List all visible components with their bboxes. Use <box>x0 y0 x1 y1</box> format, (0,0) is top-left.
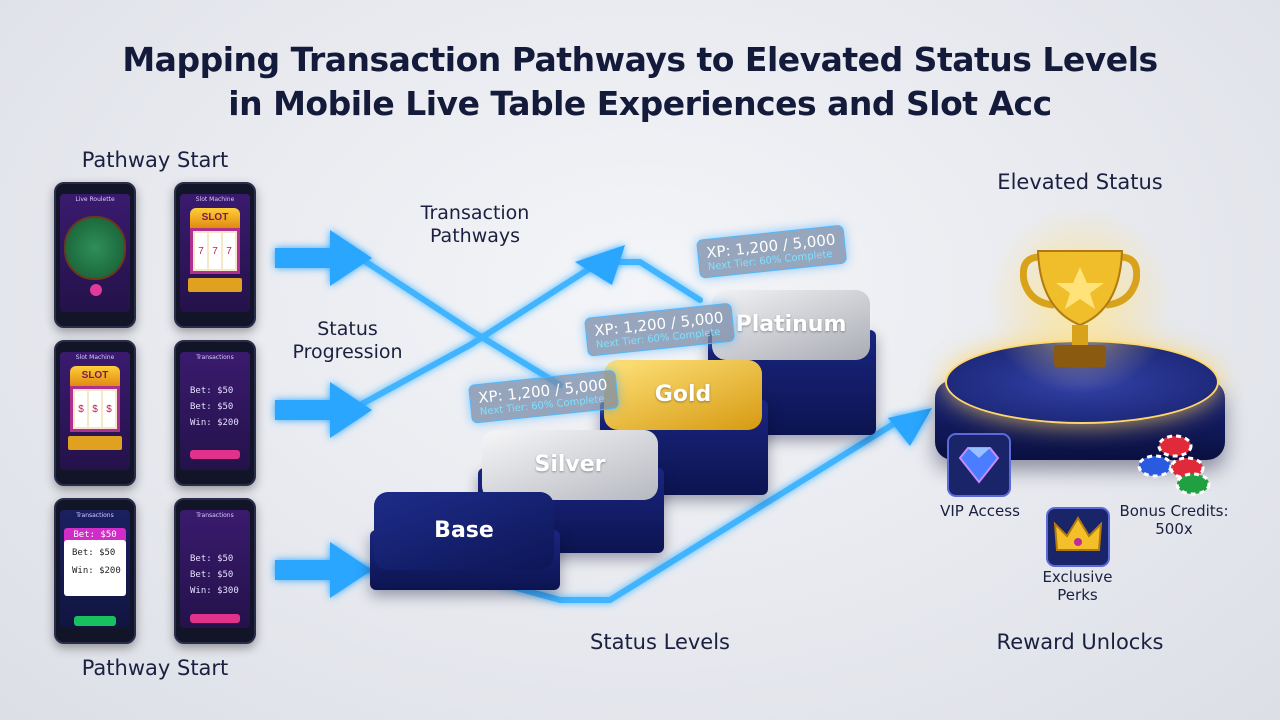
trophy-icon <box>1020 250 1140 367</box>
roulette-table <box>64 216 126 280</box>
tier-platinum: Platinum <box>712 290 870 360</box>
reward-bonus-label: Bonus Credits: 500x <box>1119 502 1229 538</box>
label-elevated-status: Elevated Status <box>997 170 1163 194</box>
label-pathway-start-top: Pathway Start <box>81 148 229 172</box>
slot-base <box>188 278 242 292</box>
slot-base <box>68 436 122 450</box>
arrow-top <box>275 230 372 286</box>
pathway-line-1 <box>357 255 563 388</box>
slot-reels: $$$ <box>70 386 120 432</box>
reward-vip-label: VIP Access <box>940 502 1020 520</box>
phone-transactions-2[interactable]: Transactions Bet: $50 Bet: $50 Win: $200 <box>54 498 136 644</box>
label-pathway-start-bottom: Pathway Start <box>81 656 229 680</box>
transaction-card: Bet: $50 Win: $200 <box>64 540 126 596</box>
tier-silver: Silver <box>482 430 658 500</box>
action-button[interactable] <box>190 614 240 623</box>
vip-diamond-icon <box>947 433 1011 497</box>
crown-icon <box>1046 507 1110 567</box>
label-reward-unlocks: Reward Unlocks <box>996 630 1164 654</box>
tier-base: Base <box>374 492 554 570</box>
label-transaction-pathways: Transaction Pathways <box>420 202 530 247</box>
confirm-button[interactable] <box>74 616 116 626</box>
label-status-levels: Status Levels <box>590 630 730 654</box>
chip-icon <box>90 284 102 296</box>
arrow-reward <box>888 408 932 446</box>
phone-transactions-1[interactable]: Transactions Bet: $50 Bet: $50 Win: $200 <box>174 340 256 486</box>
title-line-2: in Mobile Live Table Experiences and Slo… <box>228 84 1052 123</box>
chips-icon <box>1137 434 1211 496</box>
phone-transactions-3[interactable]: Transactions Bet: $50 Bet: $50 Win: $300 <box>174 498 256 644</box>
tier-gold: Gold <box>604 360 762 430</box>
phone-live-table[interactable]: Live Roulette <box>54 182 136 328</box>
label-status-progression: Status Progression <box>292 318 403 363</box>
arrow-bottom <box>275 542 372 598</box>
phone-slot-2[interactable]: Slot Machine SLOT $$$ <box>54 340 136 486</box>
title-line-1: Mapping Transaction Pathways to Elevated… <box>122 40 1158 79</box>
action-button[interactable] <box>190 450 240 459</box>
arrow-middle <box>275 382 372 438</box>
reward-perks-label: Exclusive Perks <box>1042 568 1113 604</box>
arrow-up-gold <box>575 245 625 285</box>
diagram-title: Mapping Transaction Pathways to Elevated… <box>0 38 1280 126</box>
